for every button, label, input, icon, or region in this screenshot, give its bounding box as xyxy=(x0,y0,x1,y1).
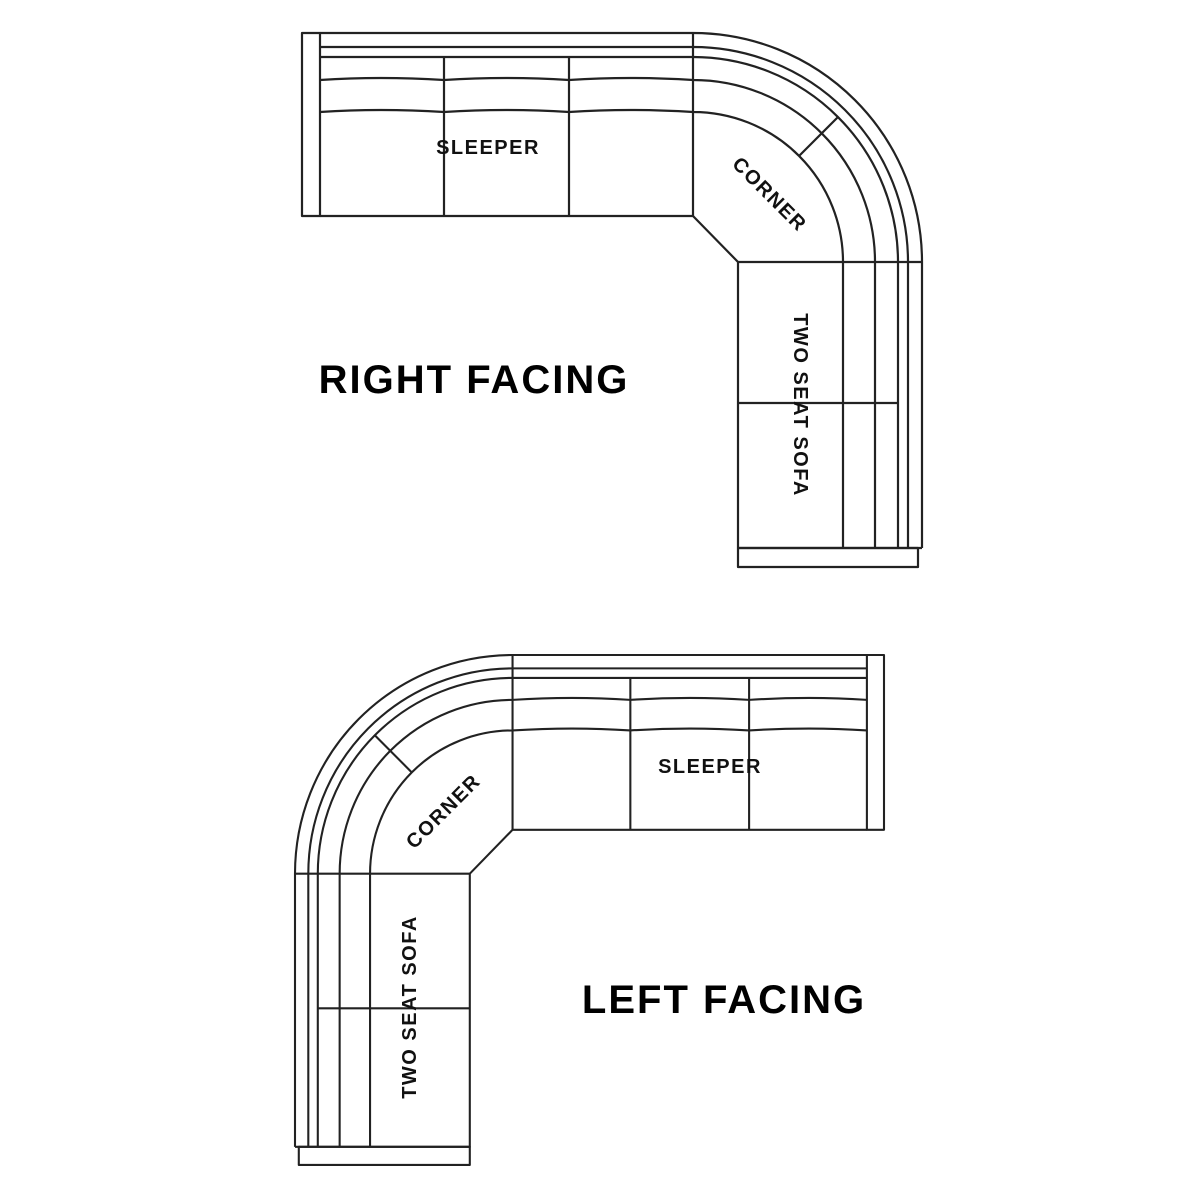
two-seat-sofa-label: TWO SEAT SOFA xyxy=(789,313,811,497)
left-facing-title: LEFT FACING xyxy=(582,978,866,1022)
left-facing-sectional xyxy=(293,653,886,1167)
right-facing-title: RIGHT FACING xyxy=(319,358,630,402)
sleeper-label: SLEEPER xyxy=(436,137,540,159)
two-seat-sofa-label: TWO SEAT SOFA xyxy=(399,915,421,1099)
corner-label: CORNER xyxy=(728,153,811,236)
right-facing-sectional xyxy=(300,31,924,569)
sleeper-label: SLEEPER xyxy=(658,756,762,778)
corner-label: CORNER xyxy=(402,770,485,853)
